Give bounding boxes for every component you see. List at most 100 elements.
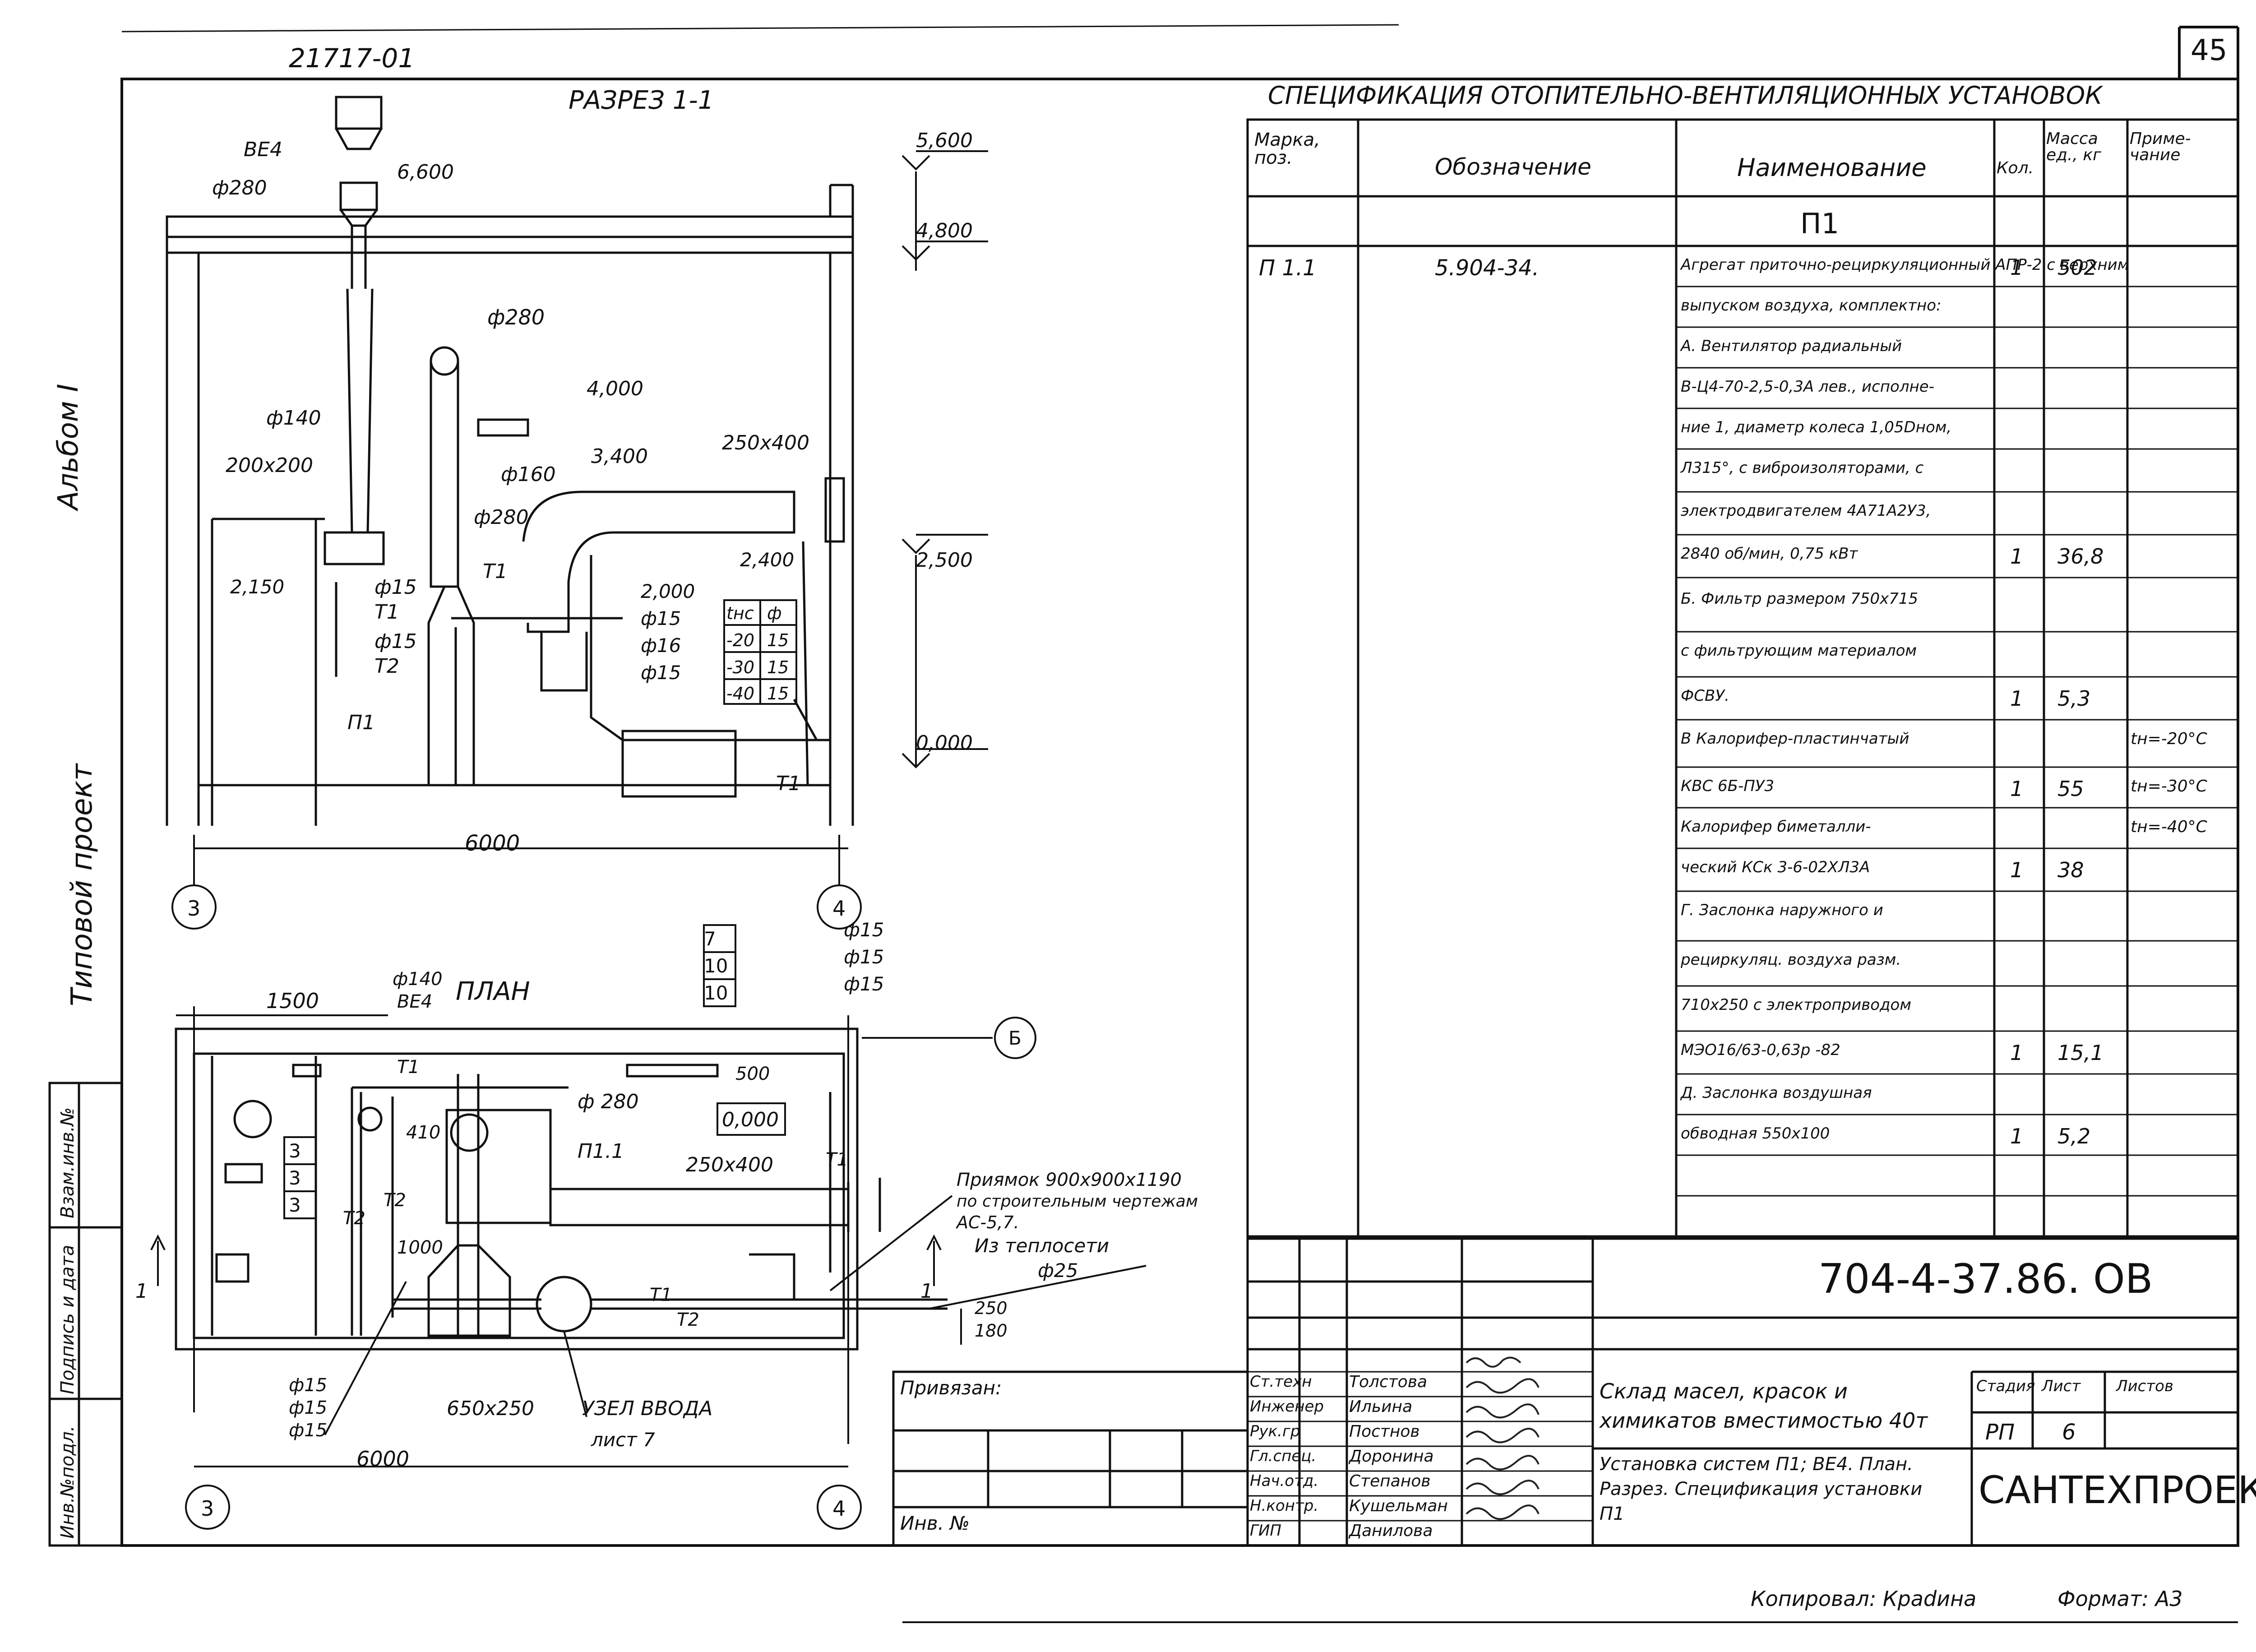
section-mark-1-right: 1 bbox=[920, 1280, 933, 1303]
pipe-label-bottom: ф15 bbox=[289, 1375, 328, 1396]
stack-box-top: 10 bbox=[704, 955, 728, 977]
page-number: 45 bbox=[2191, 34, 2228, 67]
axis-3-plan: 3 bbox=[201, 1496, 214, 1521]
spec-cell: 55 bbox=[2057, 777, 2084, 801]
temp-table-cell: -30 bbox=[726, 657, 755, 677]
label-t2: Т2 bbox=[374, 655, 399, 678]
sheet-name-3: П1 bbox=[1600, 1504, 1625, 1524]
label-d280-a: ф280 bbox=[487, 305, 545, 329]
spec-header-note: Приме-чание bbox=[2130, 130, 2191, 164]
elev-3400: 3,400 bbox=[591, 445, 648, 468]
section-title: РАЗРЕЗ 1-1 bbox=[569, 86, 714, 115]
plan-label-t1-c: Т1 bbox=[826, 1149, 848, 1170]
plan-label-t2-b: Т2 bbox=[384, 1190, 406, 1211]
sheets-header: Листов bbox=[2116, 1377, 2174, 1395]
person-name: Толстова bbox=[1349, 1373, 1428, 1391]
person-name: Доронина bbox=[1349, 1447, 1434, 1466]
plan-dim-410: 410 bbox=[406, 1122, 441, 1143]
spec-cell: 710х250 с электроприводом bbox=[1681, 996, 1911, 1014]
spec-cell: 5.904-34. bbox=[1435, 255, 1539, 281]
doc-code-top: 21717-01 bbox=[289, 43, 415, 74]
axis-3-section: 3 bbox=[187, 896, 201, 921]
plan-dim-500: 500 bbox=[735, 1064, 770, 1084]
elev-2400: 2,400 bbox=[740, 549, 795, 571]
spec-cell: 36,8 bbox=[2057, 544, 2104, 569]
spec-cell: ние 1, диаметр колеса 1,05Dном, bbox=[1681, 418, 1952, 436]
spec-cell: 1 bbox=[2010, 1124, 2024, 1148]
stage-value: РП bbox=[1985, 1420, 2015, 1445]
stack-box-left: 3 bbox=[289, 1140, 301, 1162]
label-p1-section: П1 bbox=[347, 711, 375, 734]
section-drawing bbox=[166, 96, 854, 826]
elev-2500: 2,500 bbox=[916, 549, 973, 572]
spec-cell: ФСВУ. bbox=[1681, 687, 1729, 705]
pipe-label-top: ф15 bbox=[844, 973, 884, 995]
label-t1-c: Т1 bbox=[776, 772, 801, 795]
spec-cell: выпуском воздуха, комплектно: bbox=[1681, 296, 1942, 315]
label-t1-b: Т1 bbox=[374, 601, 399, 624]
side-stamp bbox=[48, 1082, 123, 1547]
signatures bbox=[1465, 1356, 1539, 1520]
label-d15-c: ф15 bbox=[641, 607, 681, 629]
title-block-grid bbox=[892, 1236, 2238, 1547]
spec-grid bbox=[1246, 118, 2239, 1238]
spec-cell: электродвигателем 4А71А2У3, bbox=[1681, 502, 1931, 520]
spec-cell: Калорифер биметалли- bbox=[1681, 818, 1871, 836]
person-name: Постнов bbox=[1349, 1422, 1420, 1441]
axis-b-plan: Б bbox=[1008, 1027, 1022, 1049]
plan-label-t1-b: Т1 bbox=[650, 1285, 672, 1305]
sheet-value: 6 bbox=[2062, 1420, 2076, 1445]
copied-by: Копировал: Краdина bbox=[1751, 1587, 1977, 1611]
spec-cell: tн=-30°С bbox=[2131, 777, 2207, 796]
temp-table-cell: 15 bbox=[767, 684, 789, 703]
person-name: Степанов bbox=[1349, 1472, 1431, 1490]
sheet-name-2: Разрез. Спецификация установки bbox=[1600, 1479, 1923, 1499]
section-width-dim: 6000 bbox=[465, 831, 520, 856]
person-name: Данилова bbox=[1349, 1522, 1433, 1540]
spec-cell: 1 bbox=[2010, 1041, 2024, 1065]
elev-6600: 6,600 bbox=[397, 161, 454, 184]
elev-2150: 2,150 bbox=[230, 576, 285, 598]
spec-group-p1: П1 bbox=[1800, 207, 1840, 240]
spec-cell: обводная 550х100 bbox=[1681, 1124, 1830, 1143]
organization: САНТЕХПРОЕКТ bbox=[1979, 1468, 2256, 1512]
pit-ref-2: АС-5,7. bbox=[957, 1212, 1019, 1232]
plan-elevation: 0,000 bbox=[722, 1108, 779, 1131]
spec-cell: с фильтрующим материалом bbox=[1681, 642, 1917, 660]
role-label: Рук.гр bbox=[1250, 1422, 1300, 1440]
role-label: Инженер bbox=[1250, 1397, 1324, 1416]
label-d15-b: ф15 bbox=[374, 630, 417, 653]
plan-dim-180: 180 bbox=[975, 1321, 1008, 1341]
plan-label-d280: ф 280 bbox=[578, 1090, 639, 1113]
person-name: Кушельман bbox=[1349, 1497, 1448, 1515]
spec-cell: tн=-20°С bbox=[2131, 730, 2207, 748]
elev-0000: 0,000 bbox=[916, 731, 973, 754]
spec-cell: 502 bbox=[2057, 255, 2097, 280]
label-ve4: ВЕ4 bbox=[244, 138, 282, 161]
spec-cell: Агрегат приточно-рециркуляционный АПР-2 … bbox=[1681, 256, 2129, 274]
role-label: Нач.отд. bbox=[1250, 1472, 1319, 1490]
spec-cell: Л315°, с виброизоляторами, с bbox=[1681, 459, 1924, 477]
roles-grid bbox=[1248, 1371, 1593, 1522]
spec-cell: Д. Заслонка воздушная bbox=[1681, 1084, 1872, 1102]
plan-label-duct: 250х400 bbox=[686, 1153, 774, 1176]
spec-header-designation: Обозначение bbox=[1435, 154, 1591, 180]
privyazan-label: Привязан: bbox=[900, 1377, 1002, 1399]
plan-label-t2-a: Т2 bbox=[343, 1208, 365, 1229]
spec-cell: 5,3 bbox=[2057, 686, 2091, 711]
axis-4-section: 4 bbox=[832, 896, 846, 921]
role-label: Н.контр. bbox=[1250, 1497, 1319, 1515]
plan-dim-250: 250 bbox=[975, 1298, 1008, 1318]
spec-cell: В-Ц4-70-2,5-0,3А лев., исполне- bbox=[1681, 378, 1934, 396]
axis-4-plan: 4 bbox=[832, 1496, 846, 1521]
label-d16: ф16 bbox=[641, 634, 681, 657]
plan-drawing bbox=[175, 1027, 948, 1351]
temp-table-h1: tнс bbox=[726, 603, 754, 623]
stage-header: Стадия bbox=[1976, 1377, 2035, 1395]
plan-dim-1500: 1500 bbox=[266, 989, 319, 1013]
section-dimensions bbox=[171, 150, 988, 930]
spec-cell: 1 bbox=[2010, 544, 2024, 569]
pipe-label-top: ф15 bbox=[844, 919, 884, 941]
typical-project-label: Типовой проект bbox=[65, 764, 99, 1006]
stack-box-left: 3 bbox=[289, 1194, 301, 1216]
